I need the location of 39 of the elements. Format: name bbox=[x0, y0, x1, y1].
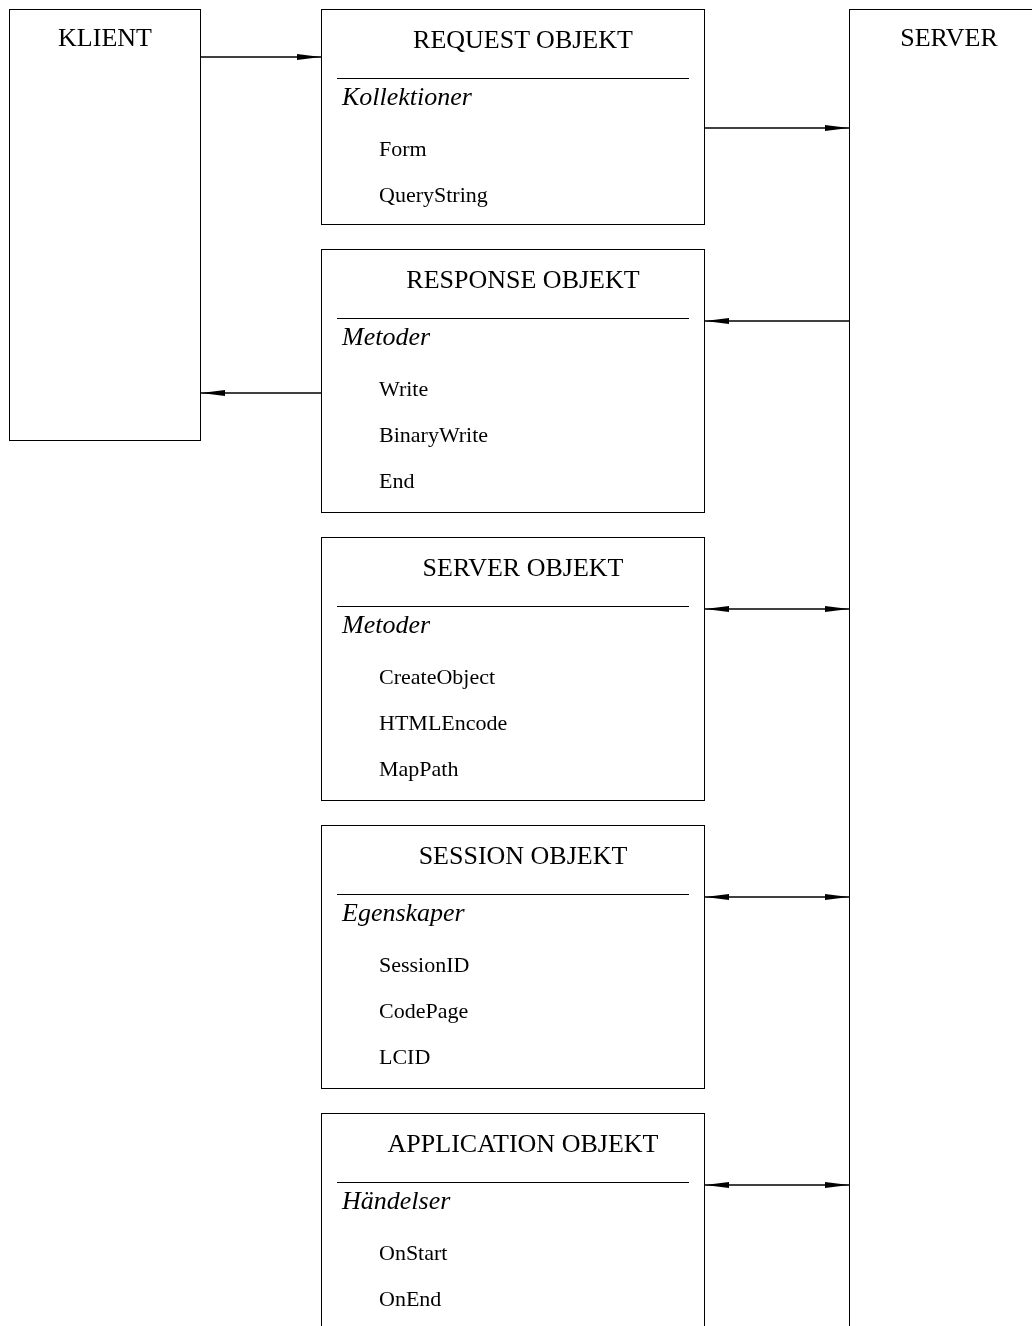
object-title: SERVER OBJEKT bbox=[421, 555, 625, 581]
arrow bbox=[704, 318, 850, 324]
object-box bbox=[321, 249, 705, 513]
member-name: CreateObject bbox=[379, 666, 496, 688]
object-title: APPLICATION OBJEKT bbox=[386, 1131, 660, 1157]
member-name: OnEnd bbox=[379, 1288, 442, 1310]
arrow bbox=[200, 390, 322, 396]
member-name: Write bbox=[379, 378, 429, 400]
object-box bbox=[321, 9, 705, 225]
category-heading: Händelser bbox=[342, 1188, 451, 1214]
object-box bbox=[321, 825, 705, 1089]
member-name: End bbox=[379, 470, 415, 492]
arrow bbox=[704, 125, 850, 131]
member-name: LCID bbox=[379, 1046, 431, 1068]
server-box bbox=[849, 9, 1032, 1326]
category-heading: Metoder bbox=[342, 612, 431, 638]
client-box bbox=[9, 9, 201, 441]
box-title: SERVER bbox=[899, 25, 999, 51]
object-box bbox=[321, 1113, 705, 1326]
member-name: BinaryWrite bbox=[379, 424, 489, 446]
arrow bbox=[704, 894, 850, 900]
member-name: SessionID bbox=[379, 954, 470, 976]
arrow bbox=[704, 606, 850, 612]
member-name: QueryString bbox=[379, 184, 488, 206]
category-heading: Kollektioner bbox=[342, 84, 472, 110]
member-name: HTMLEncode bbox=[379, 712, 508, 734]
arrow bbox=[704, 1182, 850, 1188]
object-title: REQUEST OBJEKT bbox=[412, 27, 634, 53]
category-heading: Egenskaper bbox=[342, 900, 465, 926]
member-name: CodePage bbox=[379, 1000, 469, 1022]
box-title: KLIENT bbox=[57, 25, 153, 51]
member-name: OnStart bbox=[379, 1242, 448, 1264]
arrow bbox=[200, 54, 322, 60]
object-box bbox=[321, 537, 705, 801]
object-title: SESSION OBJEKT bbox=[417, 843, 629, 869]
member-name: MapPath bbox=[379, 758, 459, 780]
member-name: Form bbox=[379, 138, 427, 160]
category-heading: Metoder bbox=[342, 324, 431, 350]
object-title: RESPONSE OBJEKT bbox=[405, 267, 641, 293]
